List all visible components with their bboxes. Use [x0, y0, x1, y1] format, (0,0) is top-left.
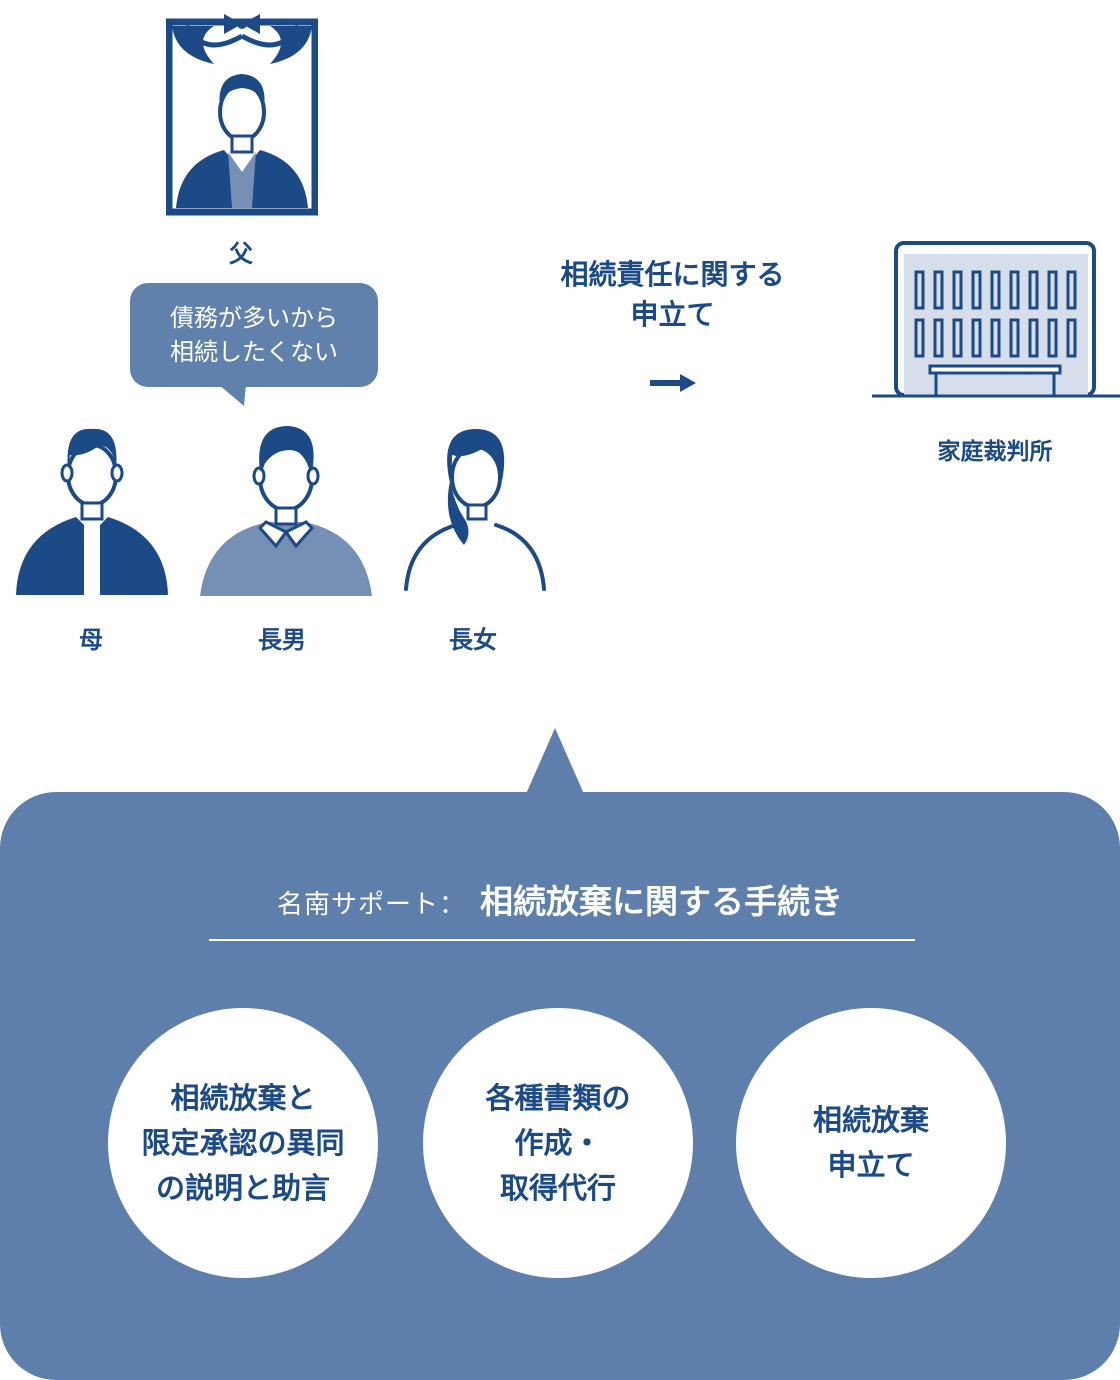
support-item-2-line-1: 各種書類の	[485, 1080, 631, 1115]
support-item-2-line-3: 取得代行	[499, 1170, 616, 1205]
speech-bubble-line-2: 相続したくない	[170, 338, 338, 366]
mother-icon	[16, 428, 168, 595]
support-item-filing: 相続放棄 申立て	[736, 1008, 1006, 1278]
eldest-daughter-icon	[404, 429, 546, 591]
support-item-2-line-2: 作成・	[514, 1125, 602, 1160]
support-heading: 名南サポート： 相続放棄に関する手続き	[0, 875, 1120, 925]
speech-bubble-line-1: 債務が多いから	[170, 304, 338, 332]
mother-label: 母	[79, 626, 103, 654]
request-line-1: 相続責任に関する	[560, 258, 785, 291]
support-title: 相続放棄に関する手続き	[480, 882, 843, 921]
eldest-son-icon	[200, 426, 372, 596]
father-portrait-icon	[166, 14, 318, 216]
support-item-1-line-3: の説明と助言	[155, 1170, 330, 1205]
support-prefix: 名南サポート：	[276, 890, 466, 920]
arrow-right-icon	[650, 374, 696, 392]
eldest-son-label: 長男	[258, 626, 306, 654]
support-item-3-line-1: 相続放棄	[812, 1103, 929, 1137]
court-label: 家庭裁判所	[937, 439, 1053, 465]
court-building-icon	[872, 241, 1120, 398]
speech-bubble-tail	[218, 384, 246, 406]
support-divider	[209, 939, 915, 941]
request-caption: 相続責任に関する 申立て	[520, 255, 825, 335]
eldest-daughter-label: 長女	[449, 626, 497, 654]
support-panel-pointer	[526, 728, 584, 794]
father-label: 父	[229, 240, 253, 268]
speech-bubble: 債務が多いから 相続したくない	[130, 283, 378, 387]
request-line-2: 申立て	[630, 298, 715, 331]
support-item-1-line-2: 限定承認の異同	[141, 1125, 345, 1160]
support-item-explanation: 相続放棄と 限定承認の異同 の説明と助言	[108, 1008, 378, 1278]
support-item-documents: 各種書類の 作成・ 取得代行	[423, 1008, 693, 1278]
support-item-1-line-1: 相続放棄と	[170, 1080, 316, 1115]
support-item-3-line-2: 申立て	[827, 1148, 915, 1182]
